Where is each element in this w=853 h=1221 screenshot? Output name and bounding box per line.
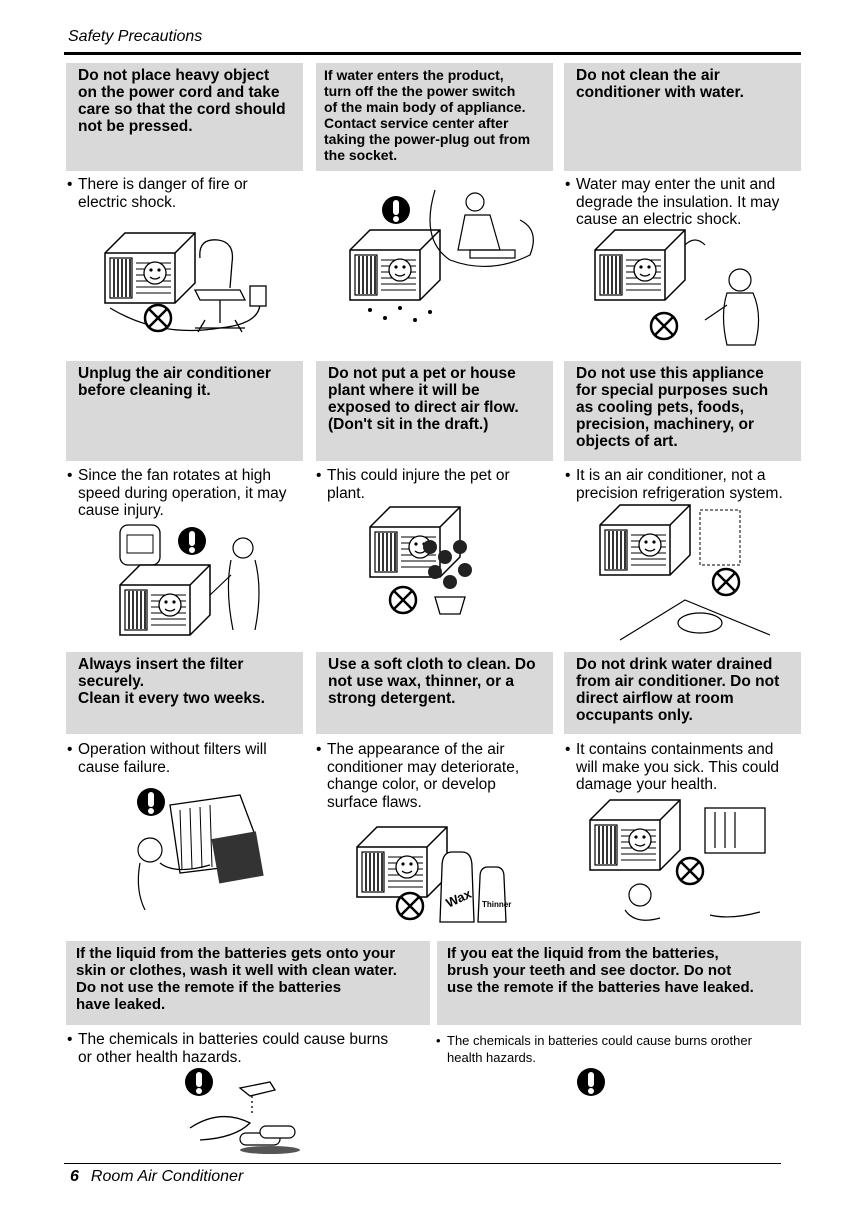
prohibited-icon (143, 303, 173, 333)
illustration-cord-under-chair (104, 232, 267, 333)
prohibited-icon (711, 567, 741, 597)
footer-rule (64, 1163, 781, 1164)
note-fan-injury: •Since the fan rotates at high speed dur… (67, 467, 287, 519)
warning-do-not-clean-with-water: Do not clean the air conditioner with wa… (564, 63, 801, 171)
warning-soft-cloth: Use a soft cloth to clean. Do not use wa… (316, 652, 553, 734)
page-number: 6 (70, 1168, 79, 1185)
prohibited-icon (388, 585, 418, 615)
illustration-spraying-water (594, 229, 760, 346)
illustration-wash-hands (189, 1081, 300, 1154)
warning-do-not-drink-water: Do not drink water drained from air cond… (564, 652, 801, 734)
note-not-refrigeration: •It is an air conditioner, not a precisi… (565, 467, 783, 502)
warning-water-enters-product: If water enters the product, turn off th… (316, 63, 553, 171)
thinner-label: Thinner (482, 900, 511, 909)
note-appearance-deteriorate: •The appearance of the air conditioner m… (316, 741, 520, 811)
warning-battery-liquid-eaten: If you eat the liquid from the batteries… (437, 941, 801, 1025)
note-injure-pet-plant: •This could injure the pet or plant. (316, 467, 510, 502)
warning-special-purposes: Do not use this appliance for special pu… (564, 361, 801, 461)
warning-insert-filter: Always insert the filter securely. Clean… (66, 652, 303, 734)
exclamation-icon (178, 527, 206, 555)
warning-heavy-object-on-cord: Do not place heavy object on the power c… (66, 63, 303, 171)
note-containments: •It contains containments and will make … (565, 741, 780, 793)
illustration-insert-filter (137, 794, 264, 911)
page-header-title: Safety Precautions (68, 28, 203, 45)
note-filter-failure: •Operation without filters will cause fa… (67, 741, 267, 776)
page-footer: 6 Room Air Conditioner (70, 1168, 243, 1186)
prohibited-icon (675, 856, 705, 886)
warning-battery-liquid-skin: If the liquid from the batteries gets on… (66, 941, 430, 1025)
note-battery-burns-right: •The chemicals in batteries could cause … (436, 1033, 752, 1065)
note-battery-burns-left: •The chemicals in batteries could cause … (67, 1031, 389, 1066)
illustration-water-enters-unit (349, 189, 534, 322)
prohibited-icon (649, 311, 679, 341)
warning-pet-or-plant-airflow: Do not put a pet or house plant where it… (316, 361, 553, 461)
header-rule (64, 52, 801, 55)
illustration-cooling-pet-art (599, 504, 771, 641)
warning-unplug-before-cleaning: Unplug the air conditioner before cleani… (66, 361, 303, 461)
footer-title: Room Air Conditioner (90, 1168, 244, 1185)
illustration-drain-water (589, 799, 766, 921)
note-water-insulation: •Water may enter the unit and degrade th… (565, 176, 780, 228)
illustration-plant-in-airflow (369, 506, 472, 615)
prohibited-icon (395, 891, 425, 921)
exclamation-icon (577, 1068, 605, 1096)
note-fire-electric-shock: •There is danger of fire or electric sho… (67, 176, 248, 211)
illustration-unplug-person (119, 524, 260, 636)
illustration-wax-thinner: Wax Thinner (356, 826, 511, 923)
